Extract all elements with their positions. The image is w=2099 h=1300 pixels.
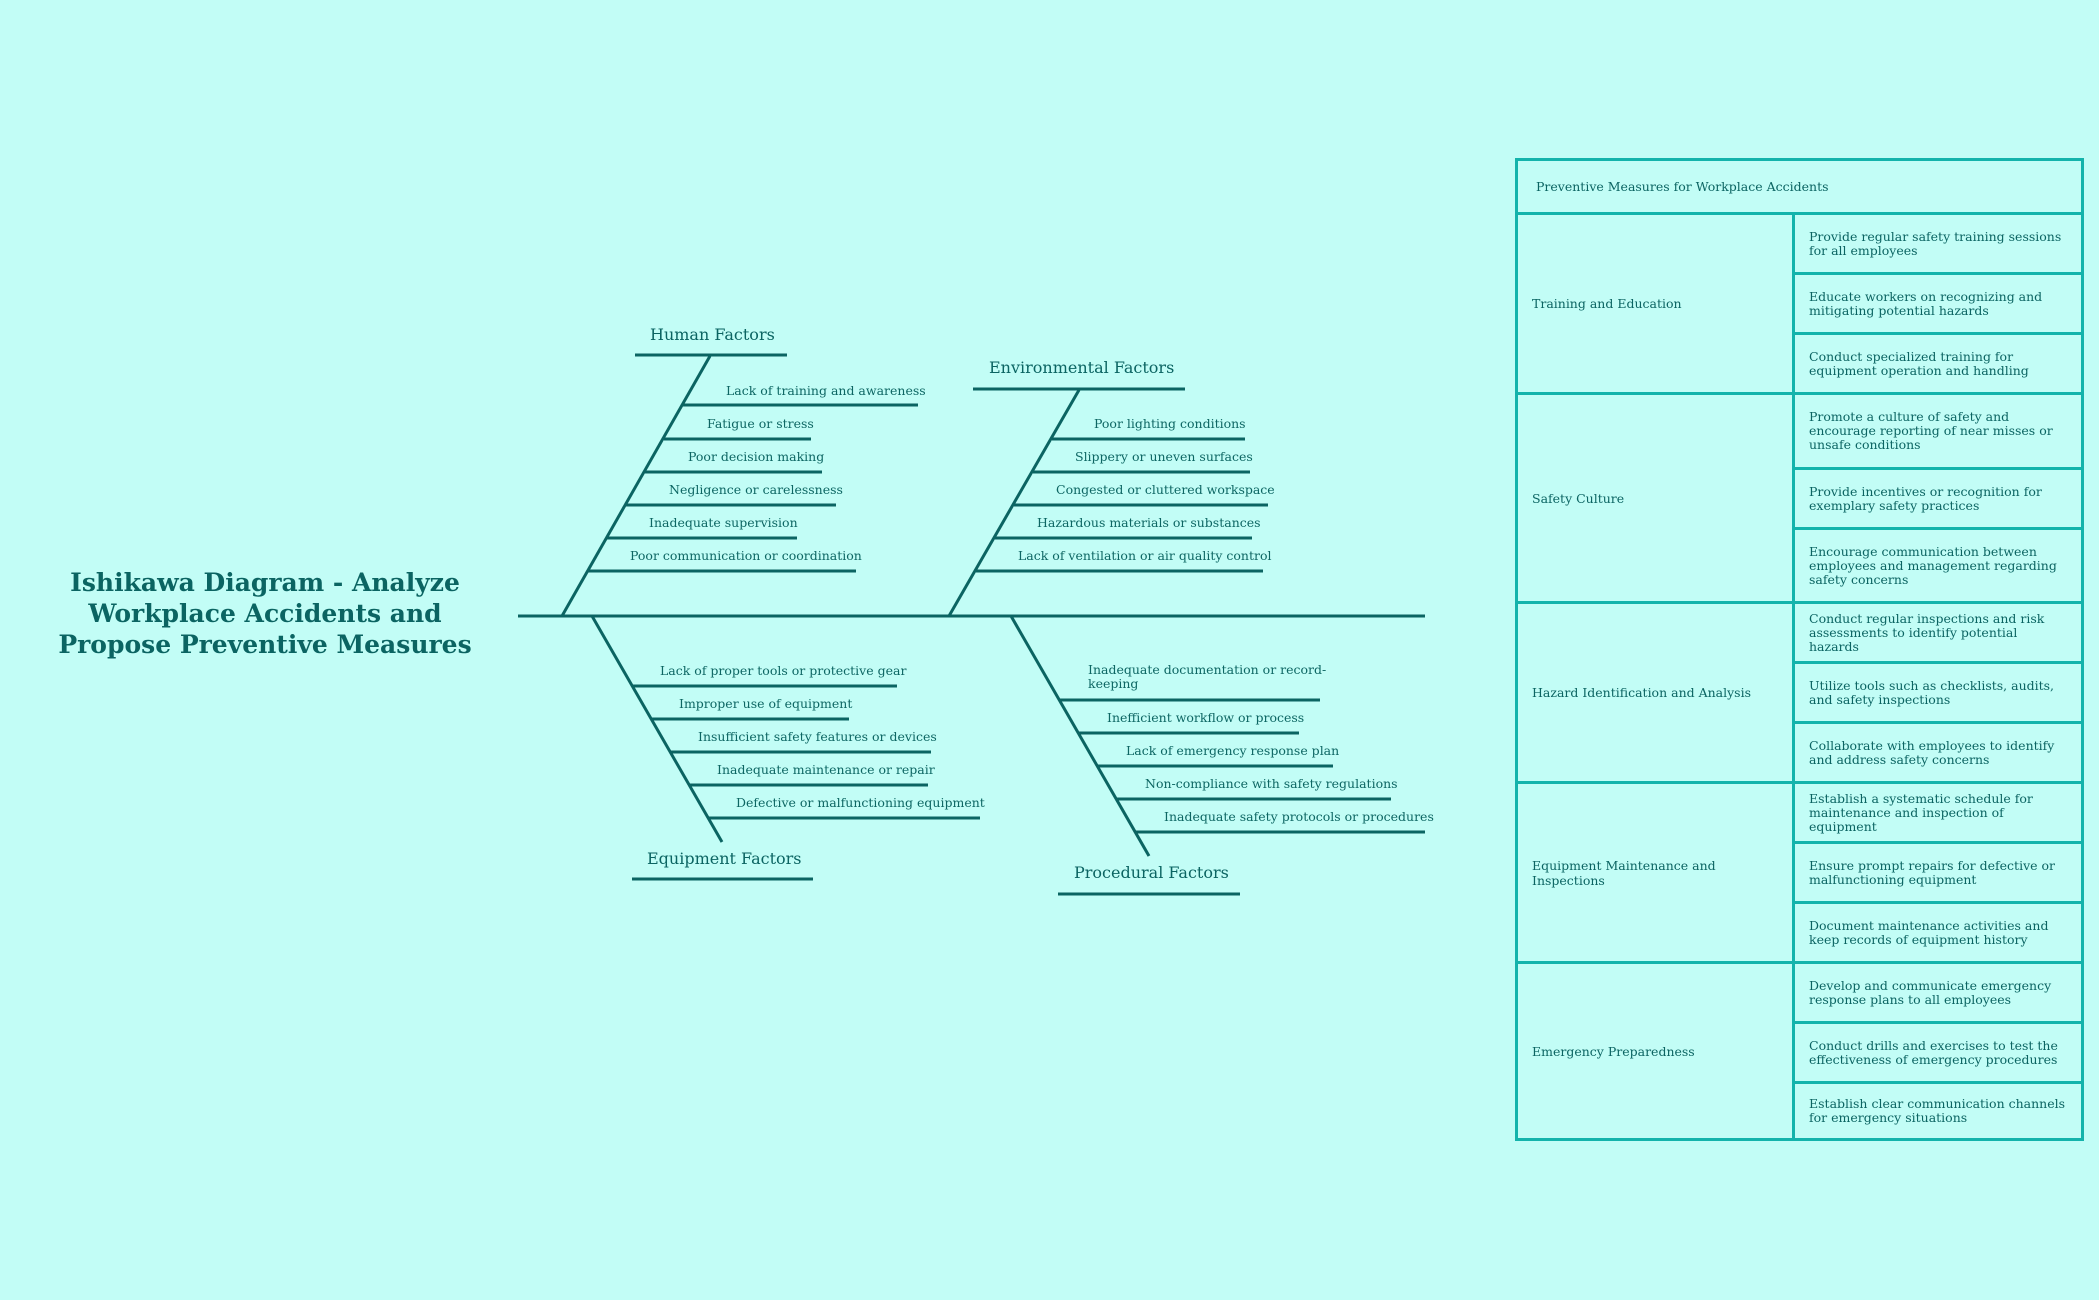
- cause-label: Lack of ventilation or air quality contr…: [1018, 548, 1272, 563]
- cause-label: Poor decision making: [688, 449, 825, 464]
- cause-label: Inadequate documentation or record-keepi…: [1088, 662, 1327, 691]
- measure-cell: Document maintenance activities and keep…: [1809, 917, 2049, 947]
- measure-cell: Conduct drills and exercises to test the…: [1795, 1024, 2081, 1084]
- cause-label: Hazardous materials or substances: [1037, 515, 1261, 530]
- measure-cell: Educate workers on recognizing and mitig…: [1795, 275, 2081, 335]
- measure-cell: Ensure prompt repairs for defective or m…: [1795, 844, 2081, 904]
- cause-label: Non-compliance with safety regulations: [1145, 776, 1398, 791]
- table-group: Equipment Maintenance and Inspections Es…: [1518, 784, 2081, 964]
- cause-label: Congested or cluttered workspace: [1056, 482, 1275, 497]
- environmental-factors-bone: [947, 389, 1081, 617]
- cause-label: Defective or malfunctioning equipment: [736, 795, 985, 810]
- measure-cell: Encourage communication between employee…: [1809, 543, 2057, 587]
- group-name: Emergency Preparedness: [1518, 964, 1795, 1138]
- measure-cell: Establish clear communication channels f…: [1809, 1096, 2066, 1125]
- measure-cell: Conduct regular inspections and risk ass…: [1795, 604, 2081, 664]
- measure-cell: Develop and communicate emergency respon…: [1795, 964, 2081, 1024]
- cause-label: Inadequate supervision: [649, 515, 798, 530]
- cause-label: Poor communication or coordination: [630, 548, 862, 563]
- preventive-measures-table: Preventive Measures for Workplace Accide…: [1515, 158, 2084, 1141]
- measure-cell: Utilize tools such as checklists, audits…: [1795, 664, 2081, 724]
- human-factors-bone: [560, 355, 712, 617]
- cause-label: Slippery or uneven surfaces: [1075, 449, 1253, 464]
- table-group: Safety Culture Promote a culture of safe…: [1518, 395, 2081, 604]
- diagram-title: Ishikawa Diagram - Analyze Workplace Acc…: [58, 568, 472, 659]
- cause-label: Inefficient workflow or process: [1107, 710, 1305, 725]
- category-procedural-factors: Procedural Factors: [1074, 863, 1229, 882]
- table-header: Preventive Measures for Workplace Accide…: [1518, 161, 2081, 215]
- cause-label: Lack of proper tools or protective gear: [660, 663, 907, 678]
- group-name: Equipment Maintenance and Inspections: [1518, 784, 1795, 961]
- cause-label: Insufficient safety features or devices: [698, 729, 937, 744]
- table-group: Training and Education Provide regular s…: [1518, 215, 2081, 395]
- measure-cell: Provide incentives or recognition for ex…: [1795, 470, 2081, 530]
- cause-label: Negligence or carelessness: [669, 482, 843, 497]
- category-equipment-factors: Equipment Factors: [647, 849, 802, 868]
- cause-label: Inadequate safety protocols or procedure…: [1164, 809, 1434, 824]
- equipment-factors-bone: [590, 615, 724, 843]
- measure-cell: Establish a systematic schedule for main…: [1795, 784, 2081, 844]
- procedural-factors-bone: [1009, 615, 1151, 857]
- cause-label: Fatigue or stress: [707, 416, 814, 431]
- cause-label: Lack of emergency response plan: [1126, 743, 1340, 758]
- measure-cell: Conduct specialized training for equipme…: [1809, 348, 2029, 378]
- group-name: Training and Education: [1518, 215, 1795, 392]
- table-group: Emergency Preparedness Develop and commu…: [1518, 964, 2081, 1138]
- cause-label: Inadequate maintenance or repair: [717, 762, 935, 777]
- group-name: Safety Culture: [1518, 395, 1795, 601]
- group-name: Hazard Identification and Analysis: [1518, 604, 1795, 781]
- measure-cell: Collaborate with employees to identify a…: [1809, 737, 2055, 767]
- measure-cell: Promote a culture of safety and encourag…: [1795, 395, 2081, 470]
- cause-label: Improper use of equipment: [679, 696, 853, 711]
- category-environmental-factors: Environmental Factors: [989, 358, 1175, 377]
- table-group: Hazard Identification and Analysis Condu…: [1518, 604, 2081, 784]
- cause-label: Lack of training and awareness: [726, 383, 926, 398]
- measure-cell: Provide regular safety training sessions…: [1795, 215, 2081, 275]
- category-human-factors: Human Factors: [650, 325, 775, 344]
- cause-label: Poor lighting conditions: [1094, 416, 1246, 431]
